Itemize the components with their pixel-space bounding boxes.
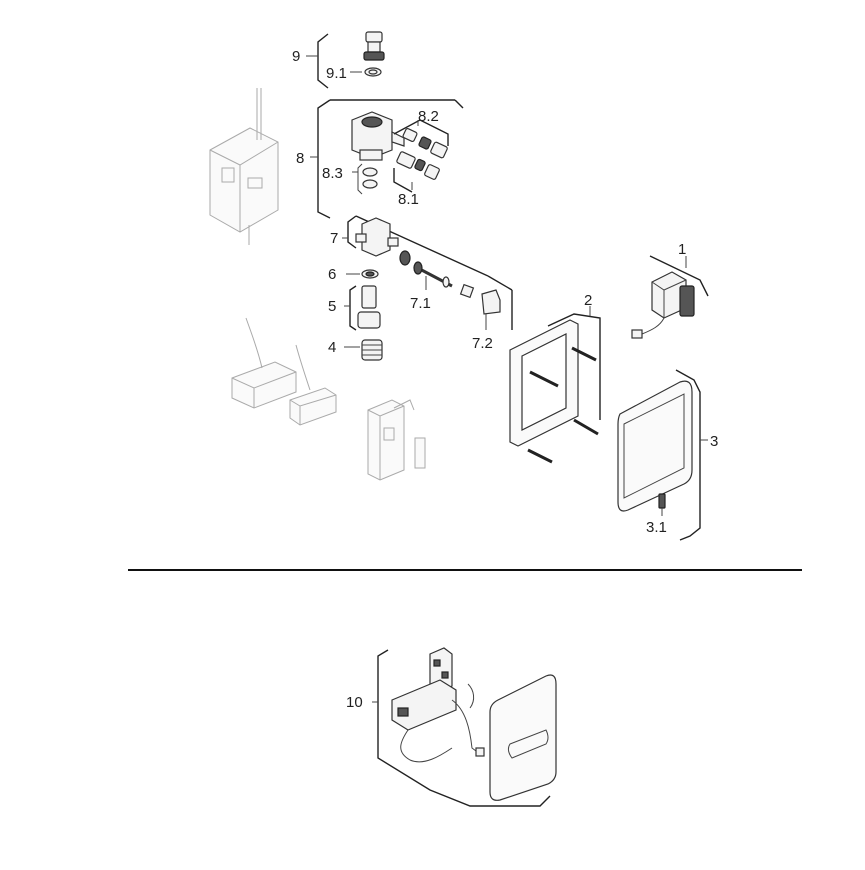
part-group-7: 7 7.1 7.2	[330, 215, 513, 352]
callout-10: 10	[346, 694, 363, 711]
callout-7-1: 7.1	[410, 295, 431, 312]
clip-part-7-2	[481, 289, 501, 315]
part-group-9: 9 9.1	[292, 31, 385, 89]
sensor-electronics-part	[391, 647, 485, 763]
part-group-2: 2	[509, 292, 601, 464]
ghost-valve-unit	[367, 399, 426, 481]
part-group-8: 8 8.2 8.3 8.1	[296, 99, 464, 219]
part-group-3: 3 3.1	[617, 369, 718, 541]
spring-part-8-2	[402, 127, 448, 159]
callout-8-3: 8.3	[322, 165, 343, 182]
part-6: 6	[328, 266, 379, 283]
o-rings-8-3	[362, 167, 378, 189]
cartridge-part-8-1	[396, 151, 440, 180]
part-group-10: 10	[346, 647, 557, 807]
screw-part-3-1	[658, 493, 666, 509]
valve-body-part	[351, 111, 405, 161]
ghost-transformer-right	[289, 344, 337, 426]
callout-1: 1	[678, 241, 686, 258]
part-5: 5	[328, 285, 381, 331]
solenoid-valve-part	[355, 217, 399, 257]
part-4: 4	[328, 339, 383, 361]
callout-8: 8	[296, 150, 304, 167]
cover-plate-part-10	[489, 674, 557, 801]
electronic-module-part	[631, 271, 695, 339]
spindle-part-7-1	[413, 261, 475, 299]
callout-9-1: 9.1	[326, 65, 347, 82]
o-ring-9-1	[364, 67, 382, 77]
callout-3: 3	[710, 433, 718, 450]
callout-4: 4	[328, 339, 336, 356]
callout-8-1: 8.1	[398, 191, 419, 208]
callout-7: 7	[330, 230, 338, 247]
callout-2: 2	[584, 292, 592, 309]
callout-3-1: 3.1	[646, 519, 667, 536]
callout-8-2: 8.2	[418, 108, 439, 125]
callout-7-2: 7.2	[472, 335, 493, 352]
mounting-frame-part	[509, 319, 599, 464]
filter-part	[399, 250, 411, 266]
valve-cap-part	[363, 31, 385, 61]
callout-9: 9	[292, 48, 300, 65]
callout-5: 5	[328, 298, 336, 315]
part-group-1: 1	[631, 241, 709, 339]
ghost-installation-box	[209, 88, 279, 245]
cover-plate-part	[617, 380, 693, 512]
ghost-transformer-left	[231, 317, 297, 409]
callout-6: 6	[328, 266, 336, 283]
